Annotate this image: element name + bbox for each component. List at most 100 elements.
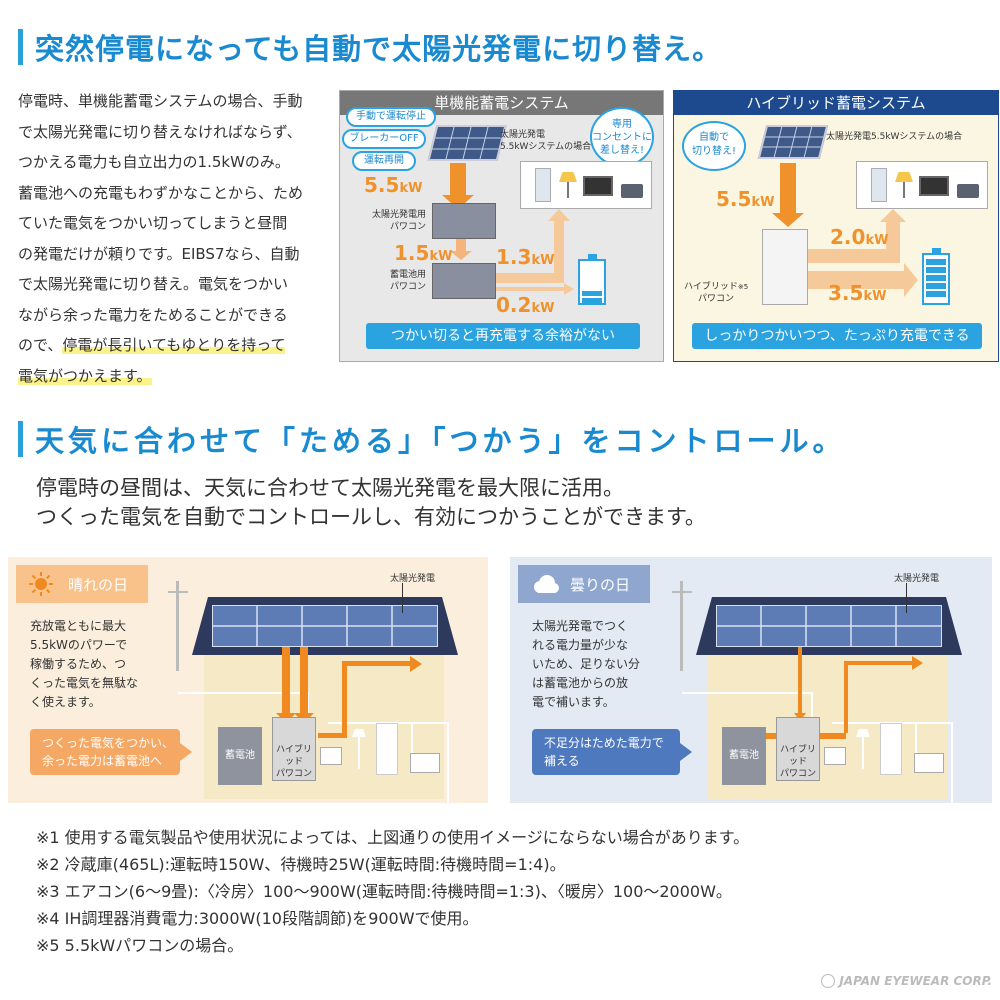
bubble-restart: 運転再開 xyxy=(352,151,416,171)
footnote: ※3 エアコン(6〜9畳):〈冷房〉100〜900W(運転時間:待機時間=1:3… xyxy=(36,882,732,901)
footnote: ※1 使用する電気製品や使用状況によっては、上図通りの使用イメージにならない場合… xyxy=(36,828,750,847)
rice-cooker-icon xyxy=(621,184,643,198)
kw-value: 1.5kW xyxy=(394,241,453,265)
body-line: ながら余った電力をためることができる xyxy=(18,305,288,324)
panel-sunny-day: 晴れの日 充放電ともに最大 5.5kWのパワーで 稼働するため、つ くった電気を… xyxy=(8,557,488,803)
sunny-description: 充放電ともに最大 5.5kWのパワーで 稼働するため、つ くった電気を無駄な く… xyxy=(30,619,139,709)
hybrid-pcs-unit: ハイブリッド パワコン xyxy=(776,717,820,781)
kw-value: 5.5kW xyxy=(716,187,775,211)
body-highlight: 停電が長引いてもゆとりを持って xyxy=(62,336,286,354)
panel-hybrid-footer: しっかりつかいつつ、たっぷり充電できる xyxy=(692,323,982,349)
kw-value: 5.5kW xyxy=(364,173,423,197)
body-line: 停電時、単機能蓄電システムの場合、手動 xyxy=(18,92,303,110)
ih-cooker-icon xyxy=(914,753,944,773)
section2-title: 天気に合わせて「ためる」「つかう」をコントロール。 xyxy=(35,424,846,458)
body-line: で太陽光発電に切り替えなければならず、 xyxy=(18,122,302,141)
solar-label: 太陽光発電 xyxy=(390,574,436,584)
solar-array-icon xyxy=(715,604,943,648)
solar-label: 太陽光発電5.5kWシステムの場合 xyxy=(826,132,963,142)
body-line: ていた電気をつかい切ってしまうと昼間 xyxy=(18,214,288,232)
hybrid-pcs-label: ハイブリッド※5 パワコン xyxy=(684,282,749,304)
kw-value: 2.0kW xyxy=(830,225,889,249)
lamp-icon xyxy=(352,729,366,737)
sun-icon xyxy=(28,571,54,597)
section2-lead: 停電時の昼間は、天気に合わせて太陽光発電を最大限に活用。 つくった電気を自動でコ… xyxy=(36,476,706,529)
ih-cooker-icon xyxy=(410,753,440,773)
utility-pole-icon xyxy=(176,581,179,671)
section1-title: 突然停電になっても自動で太陽光発電に切り替え。 xyxy=(35,32,723,66)
pcs-battery-label: 蓄電池用 パワコン xyxy=(389,270,426,292)
lamp-icon xyxy=(856,729,870,737)
solar-label: 太陽光発電 xyxy=(894,574,940,584)
footnote: ※4 IH調理器消費電力:3000W(10段階調節)を900Wで使用。 xyxy=(36,909,479,928)
panel-cloudy-day: 曇りの日 太陽光発電でつく れる電力量が少な いため、足りない分 は蓄電池からの… xyxy=(510,557,992,803)
footnotes: ※1 使用する電気製品や使用状況によっては、上図通りの使用イメージにならない場合… xyxy=(36,824,749,959)
panel-single-footer: つかい切ると再充電する余裕がない xyxy=(366,323,640,349)
arrow-right-icon xyxy=(564,283,574,295)
footnote: ※2 冷蔵庫(465L):運転時150W、待機時25W(運転時間:待機時間=1:… xyxy=(36,855,566,874)
kw-value: 0.2kW xyxy=(496,293,555,317)
body-line: で太陽光発電に切り替え。電気をつかい xyxy=(18,275,289,293)
solar-panel-icon xyxy=(757,125,829,159)
body-highlight: 電気がつかえます。 xyxy=(18,366,152,385)
arrow-up-icon xyxy=(880,209,906,222)
panel-hybrid-title: ハイブリッド蓄電システム xyxy=(674,91,998,115)
bubble-auto-switch: 自動で 切り替え! xyxy=(682,121,746,171)
fridge-icon xyxy=(535,168,551,202)
solar-array-icon xyxy=(211,604,439,648)
battery-unit: 蓄電池 xyxy=(218,727,262,785)
body-line: つかえる電力も自立出力の1.5kWのみ。 xyxy=(18,153,290,171)
lamp-icon xyxy=(895,172,913,182)
hybrid-pcs-icon xyxy=(762,229,808,305)
fridge-icon xyxy=(871,168,887,202)
body-line: 電気がつかえます。 xyxy=(18,361,323,392)
sunny-callout: つくった電気をつかい、 余った電力は蓄電池へ xyxy=(30,729,180,775)
air-conditioner-icon xyxy=(320,747,342,765)
battery-icon xyxy=(578,254,606,305)
arrow-right-icon xyxy=(410,656,422,672)
battery-icon xyxy=(922,248,950,305)
cloud-icon xyxy=(530,574,560,594)
arrow-up-icon xyxy=(548,209,570,221)
fridge-icon xyxy=(376,723,398,775)
section1-heading: 突然停電になっても自動で太陽光発電に切り替え。 xyxy=(18,26,722,68)
kw-value: 3.5kW xyxy=(828,281,887,305)
utility-pole-icon xyxy=(680,581,683,671)
rice-cooker-icon xyxy=(957,184,979,198)
kw-value: 1.3kW xyxy=(496,245,555,269)
arrow-right-icon xyxy=(912,656,923,670)
fridge-icon xyxy=(880,723,902,775)
cloudy-callout: 不足分はためた電力で 補える xyxy=(532,729,680,775)
panel-single-storage: 単機能蓄電システム 手動で運転停止 ブレーカーOFF 運転再開 太陽光発電 5.… xyxy=(339,90,664,362)
bubble-manual-stop: 手動で運転停止 xyxy=(346,107,436,127)
battery-unit: 蓄電池 xyxy=(722,727,766,785)
air-conditioner-icon xyxy=(824,747,846,765)
body-line: の発電だけが頼りです。EIBS7なら、自動 xyxy=(18,244,300,263)
bubble-breaker-off: ブレーカーOFF xyxy=(342,129,426,149)
arrow-down-icon xyxy=(772,213,804,227)
heading-accent-bar xyxy=(18,421,23,457)
hybrid-pcs-unit: ハイブリッド パワコン xyxy=(272,717,316,781)
arrow-right-icon xyxy=(904,263,918,297)
body-line: ので、停電が長引いてもゆとりを持って xyxy=(18,336,286,354)
body-line: 蓄電池への充電もわずかなことから、ため xyxy=(18,183,304,202)
cloudy-label-tab: 曇りの日 xyxy=(518,565,650,603)
appliance-box xyxy=(856,161,988,209)
section1-body: 停電時、単機能蓄電システムの場合、手動 で太陽光発電に切り替えなければならず、 … xyxy=(18,86,323,391)
solar-panel-icon xyxy=(427,125,507,161)
appliance-box xyxy=(520,161,652,209)
tv-icon xyxy=(919,176,949,196)
footnote: ※5 5.5kWパワコンの場合。 xyxy=(36,936,244,955)
sunny-label-tab: 晴れの日 xyxy=(16,565,148,603)
pcs-battery-icon xyxy=(432,263,496,299)
heading-accent-bar xyxy=(18,29,23,65)
lamp-icon xyxy=(559,172,577,182)
panel-hybrid-storage: ハイブリッド蓄電システム 自動で 切り替え! 太陽光発電5.5kWシステムの場合… xyxy=(673,90,999,362)
solar-label: 太陽光発電 5.5kWシステムの場合 xyxy=(500,130,592,152)
tv-icon xyxy=(583,176,613,196)
cloudy-description: 太陽光発電でつく れる電力量が少な いため、足りない分 は蓄電池からの放 電で補… xyxy=(532,619,641,709)
brand-logo-icon xyxy=(821,974,836,988)
pcs-solar-icon xyxy=(432,203,496,239)
arrow-down-icon xyxy=(450,251,472,260)
section2-heading: 天気に合わせて「ためる」「つかう」をコントロール。 xyxy=(18,418,846,460)
